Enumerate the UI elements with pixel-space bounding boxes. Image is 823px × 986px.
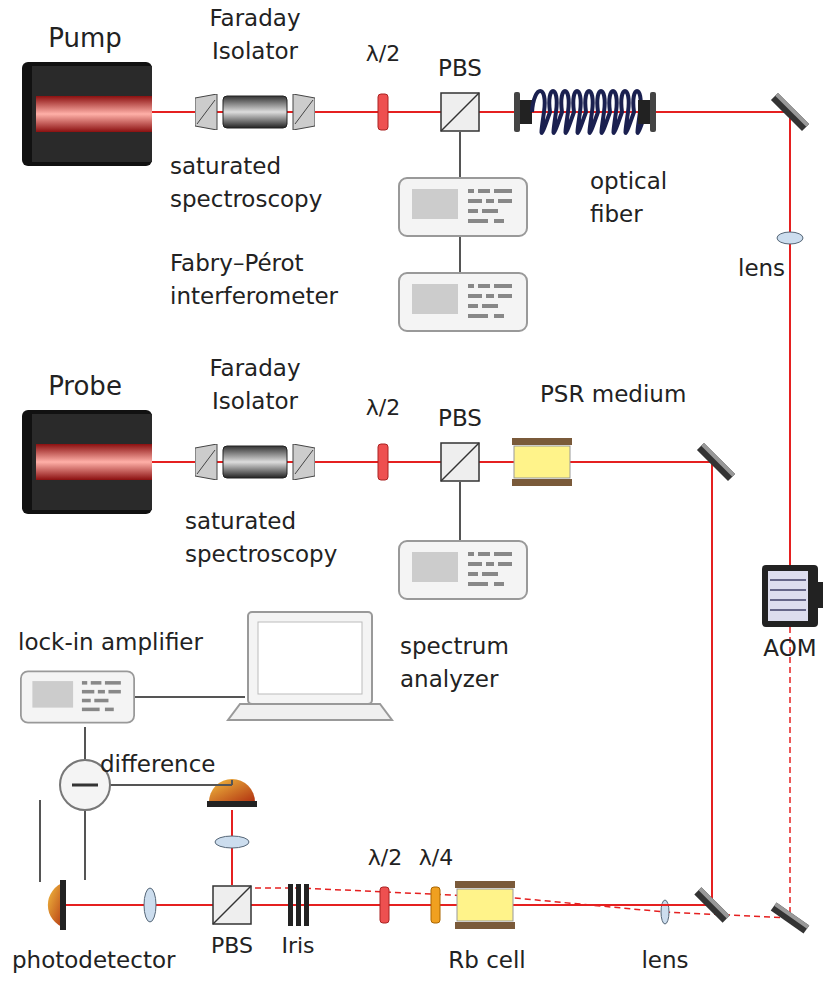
fiber-label: optical fiber <box>590 165 710 232</box>
aom-label: AOM <box>763 632 816 665</box>
laser-label: Pump <box>48 20 122 58</box>
waveplate-label: λ/2 <box>366 38 400 70</box>
isolator-label: Faraday Isolator <box>185 2 325 69</box>
waveplate-label: λ/4 <box>419 842 453 874</box>
waveplate-label: λ/2 <box>366 392 400 424</box>
pbs-label: PBS <box>438 52 482 85</box>
iris-label: Iris <box>281 930 314 962</box>
instrument-label: saturated spectroscopy <box>185 505 385 572</box>
laser-label: Probe <box>48 368 122 406</box>
instrument-label: lock-in amplifier <box>18 626 203 659</box>
instrument-label: spectrum analyzer <box>400 630 560 697</box>
pbs-label: PBS <box>438 402 482 435</box>
instrument-label: saturated spectroscopy <box>170 150 370 217</box>
cell-label: Rb cell <box>448 944 525 977</box>
cell-label: PSR medium <box>540 378 686 411</box>
circuit-label: difference <box>100 748 215 781</box>
lens-label: lens <box>738 252 785 285</box>
lens-label: lens <box>641 944 688 977</box>
detector-label: photodetector <box>12 944 175 977</box>
waveplate-label: λ/2 <box>368 842 402 874</box>
pbs-label: PBS <box>211 930 253 962</box>
instrument-label: Fabry–Pérot interferometer <box>170 247 380 314</box>
isolator-label: Faraday Isolator <box>185 352 325 419</box>
